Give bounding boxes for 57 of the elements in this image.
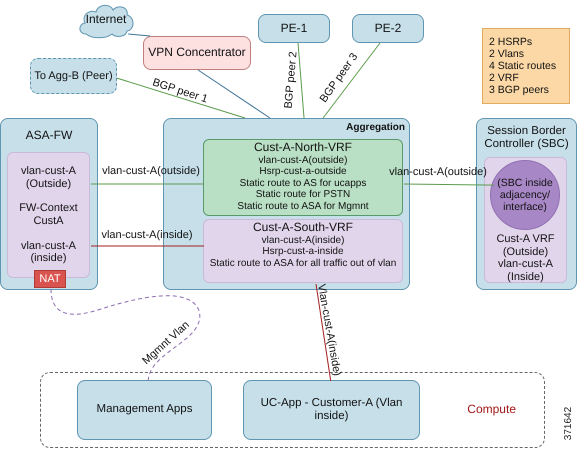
context-text: vlan-cust-A (inside) [20,240,78,265]
context-text: vlan-cust-A (Outside) [20,165,78,190]
node-label: Management Apps [96,403,192,417]
circle-label: (SBC inside adjacency/ interface) [496,176,554,214]
edge-label: BGP peer 2 [282,50,300,110]
nat-badge [34,270,66,288]
node-label: VPN Concentrator [148,46,246,60]
context-text: FW-Context CustA [18,202,79,228]
router-box [258,14,330,43]
vrf-text: Cust-A VRF (Outside) [495,233,556,258]
config-line: Hsrp-cust-a-inside [262,246,344,258]
node-label: PE-2 [374,22,402,36]
note-line: 2 HSRPs [489,36,532,48]
connector-line [128,34,151,36]
connector-line [90,183,204,184]
node-label: Internet [86,13,126,27]
group-label: Compute [467,403,516,417]
node-label: UC-App - Customer-A (Vlan inside) [260,396,404,424]
connector-line [198,70,270,118]
node-label: PE-1 [280,22,308,36]
edge-label: BGP peer 1 [150,76,210,106]
config-line: Static route for PSTN [256,189,350,201]
note-line: 2 Vlans [489,48,524,60]
note-line: 2 VRF [489,72,519,84]
figure-number: 371642 [563,406,574,440]
vrf-text: vlan-cust-A (Inside) [496,258,554,284]
peer-box [30,58,117,94]
note-line: 4 Static routes [489,60,556,72]
node-label: To Agg-B (Peer) [34,70,113,82]
config-line: Static route to AS for ucapps [240,178,366,190]
vrf-title: Cust-A-South-VRF [252,221,354,235]
router-box [352,14,424,43]
config-line: Static route to ASA for all traffic out of vlan [210,258,396,270]
config-line: vlan-cust-A(inside) [262,234,344,246]
dashed-connector [50,288,200,382]
connector-line [322,42,380,118]
connector-line [404,183,495,186]
connector-line [90,245,204,246]
config-line: vlan-cust-A(outside) [258,154,348,166]
note-line: 3 BGP peers [489,84,549,96]
nat-label: NAT [39,272,61,286]
vrf-title: Cust-A-North-VRF [254,141,352,155]
config-line: Hsrp-cust-a-outside [259,166,347,178]
config-line: Static route to ASA for Mgmnt [237,200,369,212]
box-title: Session Border Controller (SBC) [483,125,570,152]
box-title: Aggregation [346,122,405,134]
vrf-box [203,219,403,283]
box-title: ASA-FW [26,129,72,143]
interface-circle [490,160,560,230]
app-box [243,380,420,440]
process-box [143,36,251,70]
connector-line [116,78,246,118]
app-box [77,380,212,440]
firewall-box [0,118,98,290]
connector-line [298,42,305,118]
note-box [482,28,570,104]
connector-line [316,284,332,382]
